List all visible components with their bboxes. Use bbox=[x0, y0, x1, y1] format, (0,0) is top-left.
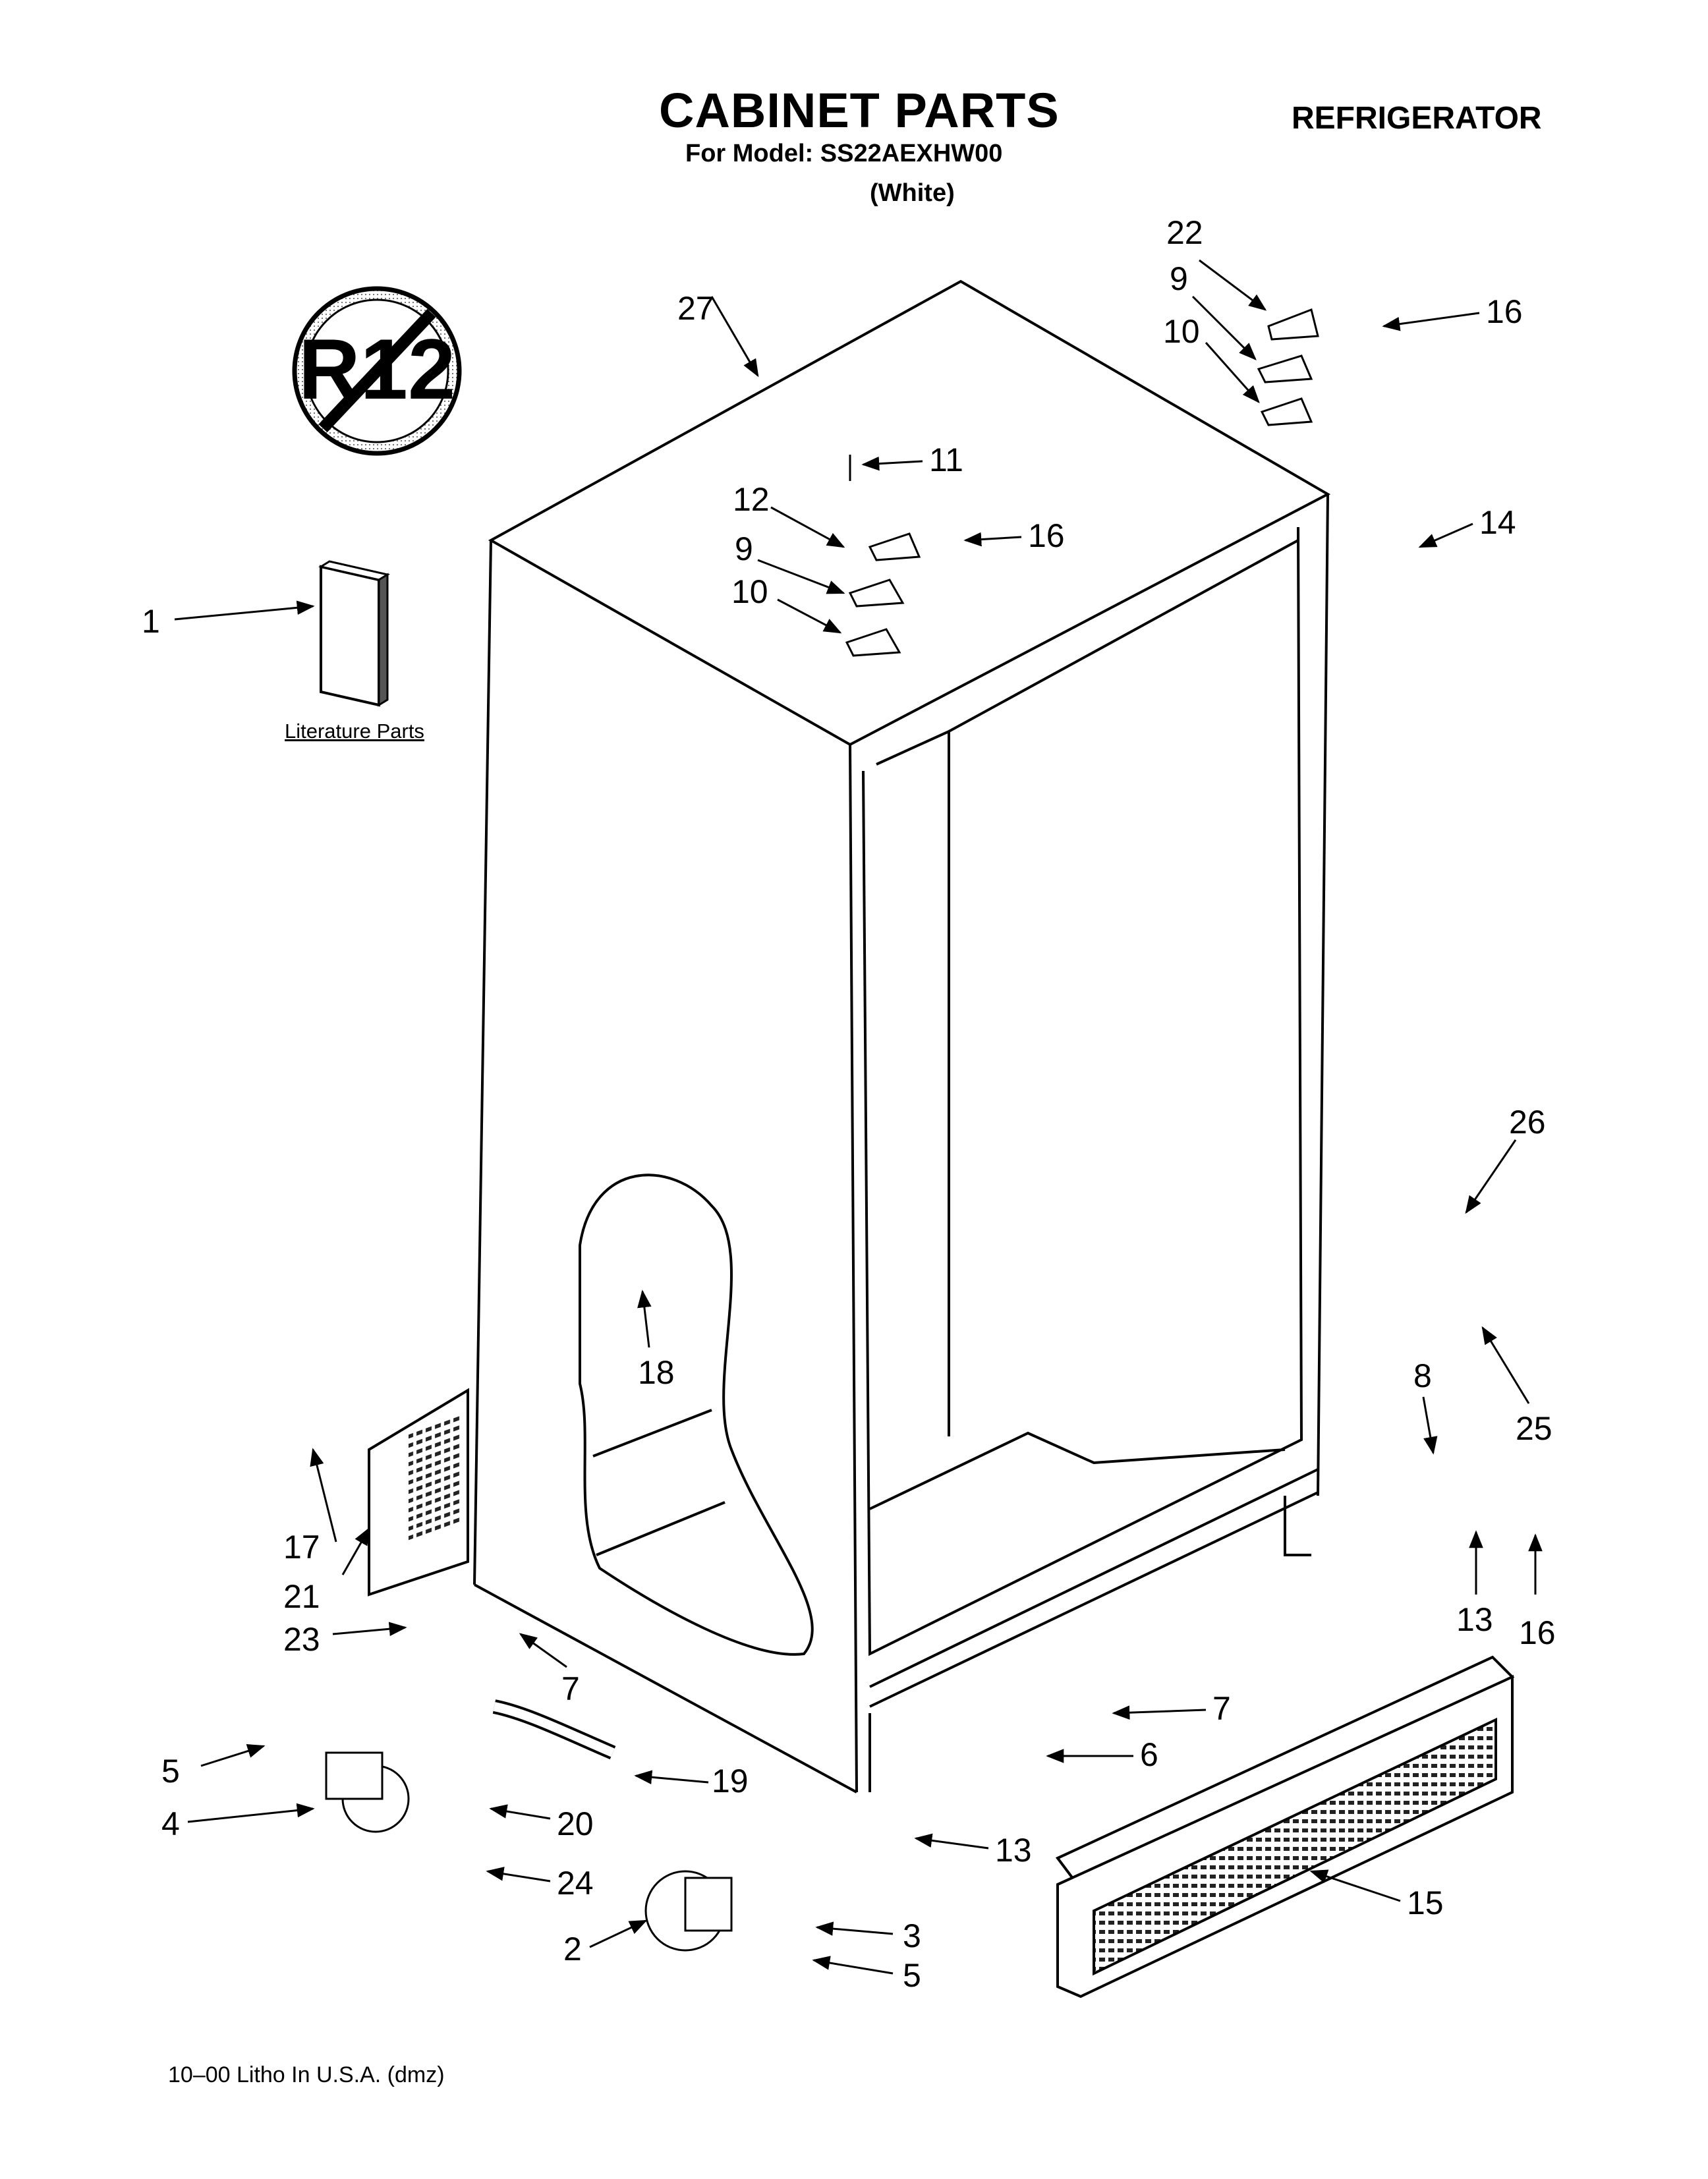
callout-9-right: 9 bbox=[1170, 260, 1188, 297]
literature-booklet bbox=[318, 560, 390, 707]
toe-grille bbox=[1055, 1655, 1515, 1998]
refrigerator-cabinet bbox=[368, 279, 1331, 1794]
model-line: For Model: SS22AEXHW00 bbox=[685, 140, 1003, 167]
callout-8: 8 bbox=[1413, 1357, 1432, 1394]
callout-21: 21 bbox=[283, 1578, 320, 1615]
callout-18: 18 bbox=[638, 1354, 675, 1391]
callout-25: 25 bbox=[1516, 1410, 1552, 1447]
callout-16-bottom: 16 bbox=[1519, 1614, 1556, 1651]
hinge-assembly-left bbox=[845, 455, 921, 657]
callout-12: 12 bbox=[733, 481, 770, 518]
callout-15: 15 bbox=[1407, 1884, 1444, 1921]
callout-6: 6 bbox=[1140, 1736, 1158, 1773]
callout-16-mid: 16 bbox=[1028, 517, 1065, 554]
callout-5-left: 5 bbox=[161, 1753, 180, 1790]
literature-parts-label: Literature Parts bbox=[285, 720, 424, 743]
callout-17: 17 bbox=[283, 1529, 320, 1566]
callout-13-bottom: 13 bbox=[995, 1832, 1032, 1869]
callout-20: 20 bbox=[557, 1805, 594, 1842]
callout-1: 1 bbox=[142, 603, 160, 640]
callout-27: 27 bbox=[677, 290, 714, 327]
callout-5-bottom: 5 bbox=[903, 1957, 921, 1994]
model-variant: (White) bbox=[870, 179, 955, 207]
callout-19: 19 bbox=[712, 1763, 749, 1799]
page-title: CABINET PARTS bbox=[659, 83, 1060, 138]
callout-9-left: 9 bbox=[735, 530, 753, 567]
callout-10-right: 10 bbox=[1163, 313, 1200, 350]
callout-leaders bbox=[174, 259, 1543, 1975]
callout-7-right: 7 bbox=[1212, 1690, 1231, 1727]
callout-14: 14 bbox=[1479, 504, 1516, 541]
callout-13-right: 13 bbox=[1456, 1601, 1493, 1638]
footer-print-info: 10–00 Litho In U.S.A. (dmz) bbox=[168, 2062, 445, 2087]
callout-16-top: 16 bbox=[1486, 293, 1523, 330]
callout-26: 26 bbox=[1509, 1104, 1546, 1141]
callout-4: 4 bbox=[161, 1805, 180, 1842]
callout-10-left: 10 bbox=[731, 573, 768, 610]
callout-24: 24 bbox=[557, 1865, 594, 1902]
no-r12-badge: R12 bbox=[292, 286, 462, 456]
callout-3: 3 bbox=[903, 1917, 921, 1954]
callout-2: 2 bbox=[563, 1931, 582, 1967]
callout-7-left: 7 bbox=[561, 1670, 580, 1707]
roller-front bbox=[644, 1870, 733, 1952]
category-label: REFRIGERATOR bbox=[1292, 101, 1542, 136]
roller-rear bbox=[325, 1751, 410, 1833]
callout-23: 23 bbox=[283, 1621, 320, 1658]
callout-22: 22 bbox=[1166, 214, 1203, 251]
hinge-assembly-right bbox=[1257, 308, 1319, 426]
callout-11: 11 bbox=[929, 441, 963, 478]
